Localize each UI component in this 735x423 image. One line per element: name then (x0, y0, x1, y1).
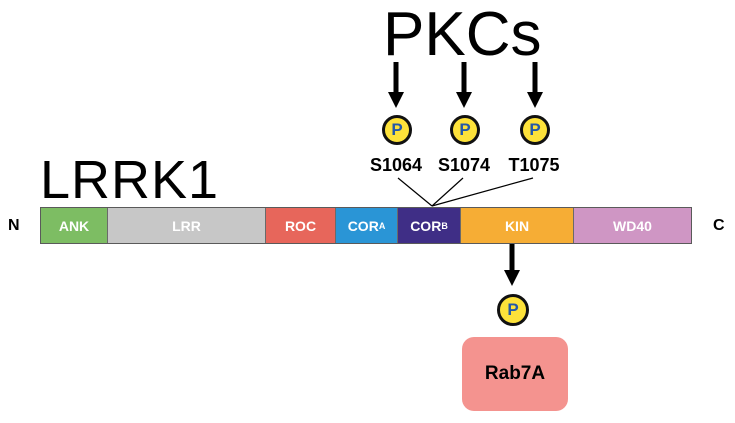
site-label-t1075: T1075 (508, 155, 560, 175)
site-connector-s1074 (431, 177, 464, 207)
kinase-label: PKCs (383, 0, 542, 69)
site-connector-s1064 (397, 177, 433, 207)
site-label-s1074: S1074 (437, 155, 491, 175)
phospho-badge-s1064: P (382, 115, 412, 145)
domain-label: KIN (504, 217, 530, 234)
domain-label: LRR (172, 217, 201, 234)
phospho-badge-t1075: P (520, 115, 550, 145)
domain-lrr: LRR (108, 208, 266, 243)
substrate-rab7a: Rab7A (462, 337, 568, 411)
domain-label: COR (347, 217, 379, 234)
substrate-label: Rab7A (484, 363, 546, 384)
domain-label: WD40 (613, 217, 652, 234)
domain-ank: ANK (41, 208, 108, 243)
n-terminus-label: N (8, 217, 20, 234)
site-label-s1064: S1064 (369, 155, 423, 175)
domain-label: ROC (284, 217, 317, 234)
domain-label: ANK (58, 217, 90, 234)
c-terminus-label: C (713, 217, 725, 234)
phospho-badge-rab7a: P (497, 294, 529, 326)
domain-label: COR (410, 217, 442, 234)
domain-roc: ROC (266, 208, 336, 243)
site-connector-t1075 (431, 177, 534, 207)
phospho-badge-s1074: P (450, 115, 480, 145)
domain-kin: KIN (461, 208, 574, 243)
domain-wd40: WD40 (574, 208, 691, 243)
protein-name: LRRK1 (40, 150, 220, 210)
